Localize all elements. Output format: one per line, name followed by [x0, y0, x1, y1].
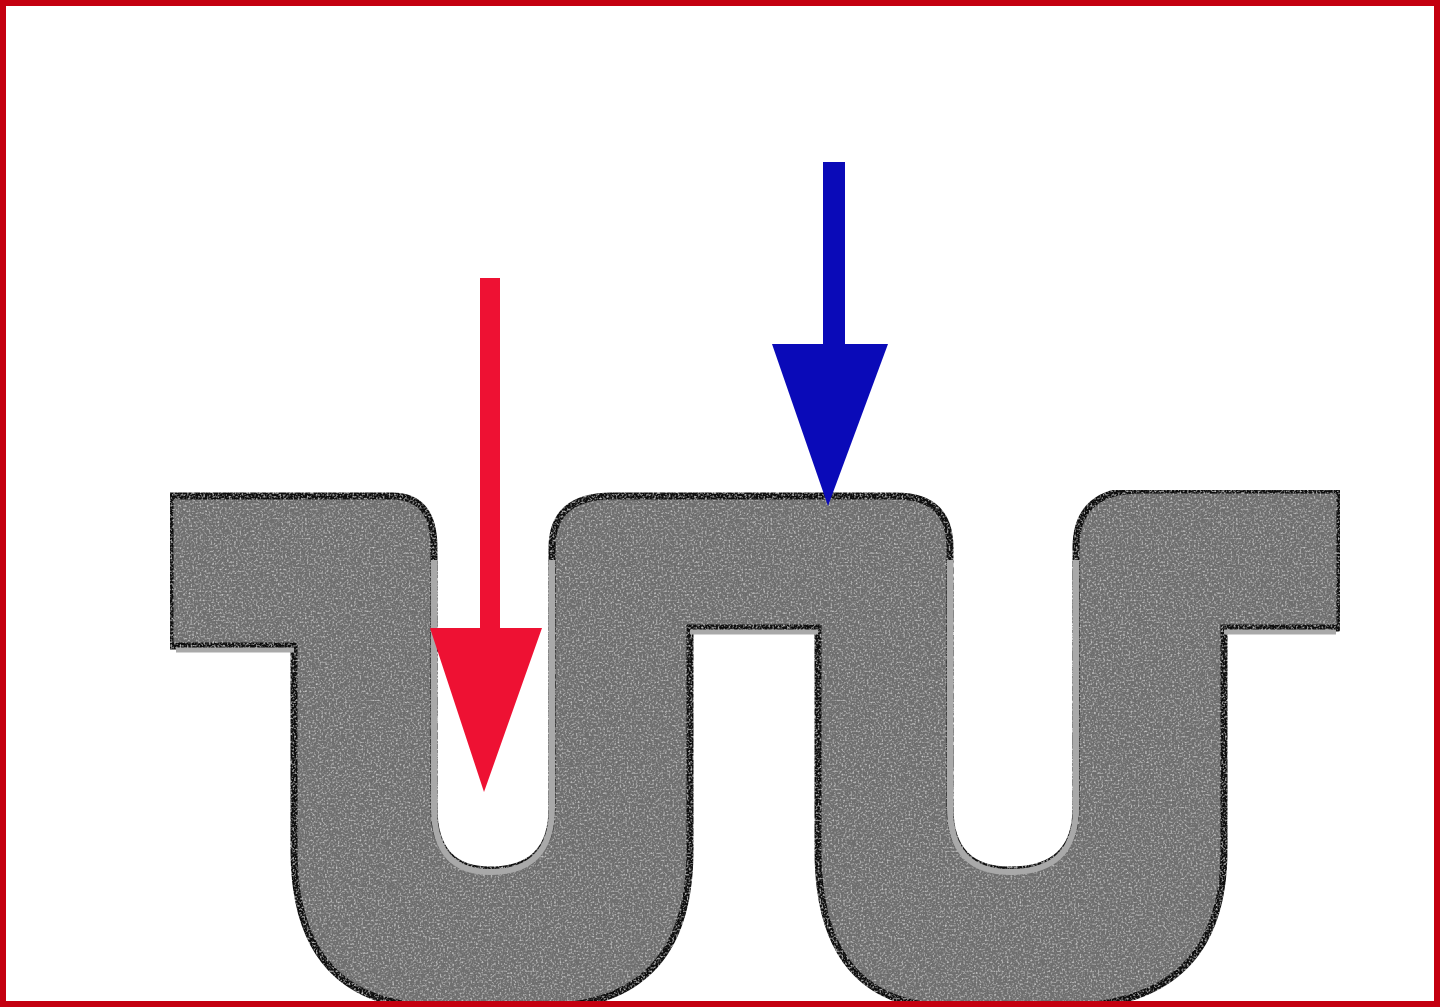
blue-arrow — [772, 162, 888, 506]
red-arrow-head — [430, 628, 542, 792]
corrugated-strip — [166, 486, 1344, 1001]
blue-arrow-shaft — [823, 162, 845, 358]
red-arrow-shaft — [480, 278, 500, 638]
blue-arrow-head — [772, 344, 888, 506]
red-arrow — [430, 278, 542, 792]
